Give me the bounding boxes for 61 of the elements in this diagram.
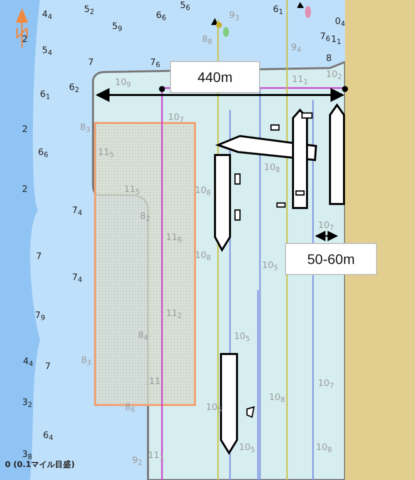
depth-sounding: 10$_{9}$ — [115, 78, 131, 90]
depth-sounding: 6$_{1}$ — [40, 90, 50, 102]
depth-sounding: 4$_{4}$ — [23, 357, 34, 369]
depth-sounding: 6$_{1}$ — [273, 5, 284, 17]
depth-sounding: 8$_{3}$ — [80, 123, 90, 135]
depth-sounding: 8$_{8}$ — [202, 35, 212, 47]
depth-sounding: 11$_{2}$ — [166, 309, 182, 321]
depth-sounding: 5$_{9}$ — [112, 22, 122, 34]
depth-sounding: 8 — [326, 54, 332, 64]
depth-sounding: 9$_{2}$ — [132, 456, 142, 468]
depth-sounding: 11$_{1}$ — [292, 75, 308, 87]
depth-sounding: 8$_{6}$ — [125, 403, 136, 415]
depth-sounding: 11 — [149, 377, 160, 387]
depth-sounding: 8$_{3}$ — [81, 356, 92, 368]
depth-sounding: 7$_{6}$ — [150, 58, 160, 70]
depth-sounding: 4$_{4}$ — [42, 10, 52, 22]
depth-sounding: 3$_{8}$ — [22, 450, 32, 461]
depth-sounding: 6$_{2}$ — [69, 83, 80, 95]
depth-sounding: 10$_{2}$ — [326, 70, 342, 82]
depth-sounding: 10$_{8}$ — [195, 251, 211, 263]
depth-sounding: 2 — [22, 35, 28, 45]
depth-sounding: 11$_{5}$ — [124, 185, 140, 197]
depth-sounding: 10$_{7}$ — [318, 221, 334, 233]
depth-sounding: 10$_{7}$ — [318, 379, 334, 391]
depth-sounding: 10$_{8}$ — [195, 186, 211, 198]
scale-note: 0 (0.1マイル目盛) — [5, 460, 75, 470]
depth-sounding: 9$_{4}$ — [291, 43, 302, 55]
depth-sounding: 7$_{4}$ — [72, 273, 82, 285]
depth-sounding: 7 — [36, 252, 42, 262]
depth-sounding: 9$_{3}$ — [229, 11, 240, 23]
depth-sounding: 1$_{1}$ — [331, 35, 342, 47]
depth-sounding: 7$_{4}$ — [72, 206, 82, 218]
depth-sounding: 6$_{6}$ — [156, 11, 166, 23]
depth-sounding: 3$_{2}$ — [22, 398, 32, 410]
depth-sounding: 10$_{5}$ — [234, 332, 250, 344]
depth-sounding: 5$_{2}$ — [84, 5, 94, 17]
depth-sounding: 7 — [88, 58, 94, 68]
depth-sounding: 6$_{4}$ — [43, 431, 54, 443]
depth-sounding: 11$_{1}$ — [148, 451, 164, 463]
measurement-callout: 50-60m — [285, 243, 377, 275]
depth-sounding: 10$_{5}$ — [262, 261, 278, 273]
depth-sounding: 2 — [22, 185, 28, 195]
depth-sounding: 10$_{8}$ — [316, 443, 332, 455]
depth-sounding: 5$_{4}$ — [42, 46, 52, 58]
depth-sounding: 6$_{6}$ — [38, 148, 48, 160]
measurement-callout: 440m — [170, 61, 260, 93]
depth-sounding: 2 — [22, 125, 28, 135]
depth-sounding: 7$_{9}$ — [35, 311, 46, 323]
depth-sounding: 7 — [45, 362, 51, 372]
depth-sounding: 10$_{5}$ — [206, 403, 222, 415]
depth-sounding: 10$_{8}$ — [264, 163, 280, 175]
depth-sounding: 11$_{6}$ — [166, 233, 182, 245]
depth-sounding: 7$_{6}$ — [320, 32, 330, 44]
depth-sounding: 5$_{6}$ — [180, 1, 190, 13]
depth-sounding: 10$_{8}$ — [269, 393, 285, 405]
depth-sounding: 0$_{4}$ — [335, 17, 346, 29]
depth-sounding: 8$_{4}$ — [138, 331, 148, 343]
depth-sounding: 10$_{7}$ — [168, 113, 184, 125]
depth-sounding: 8$_{2}$ — [140, 212, 150, 224]
depth-sounding: 11$_{5}$ — [98, 148, 114, 160]
depth-sounding: 10$_{5}$ — [239, 443, 255, 455]
